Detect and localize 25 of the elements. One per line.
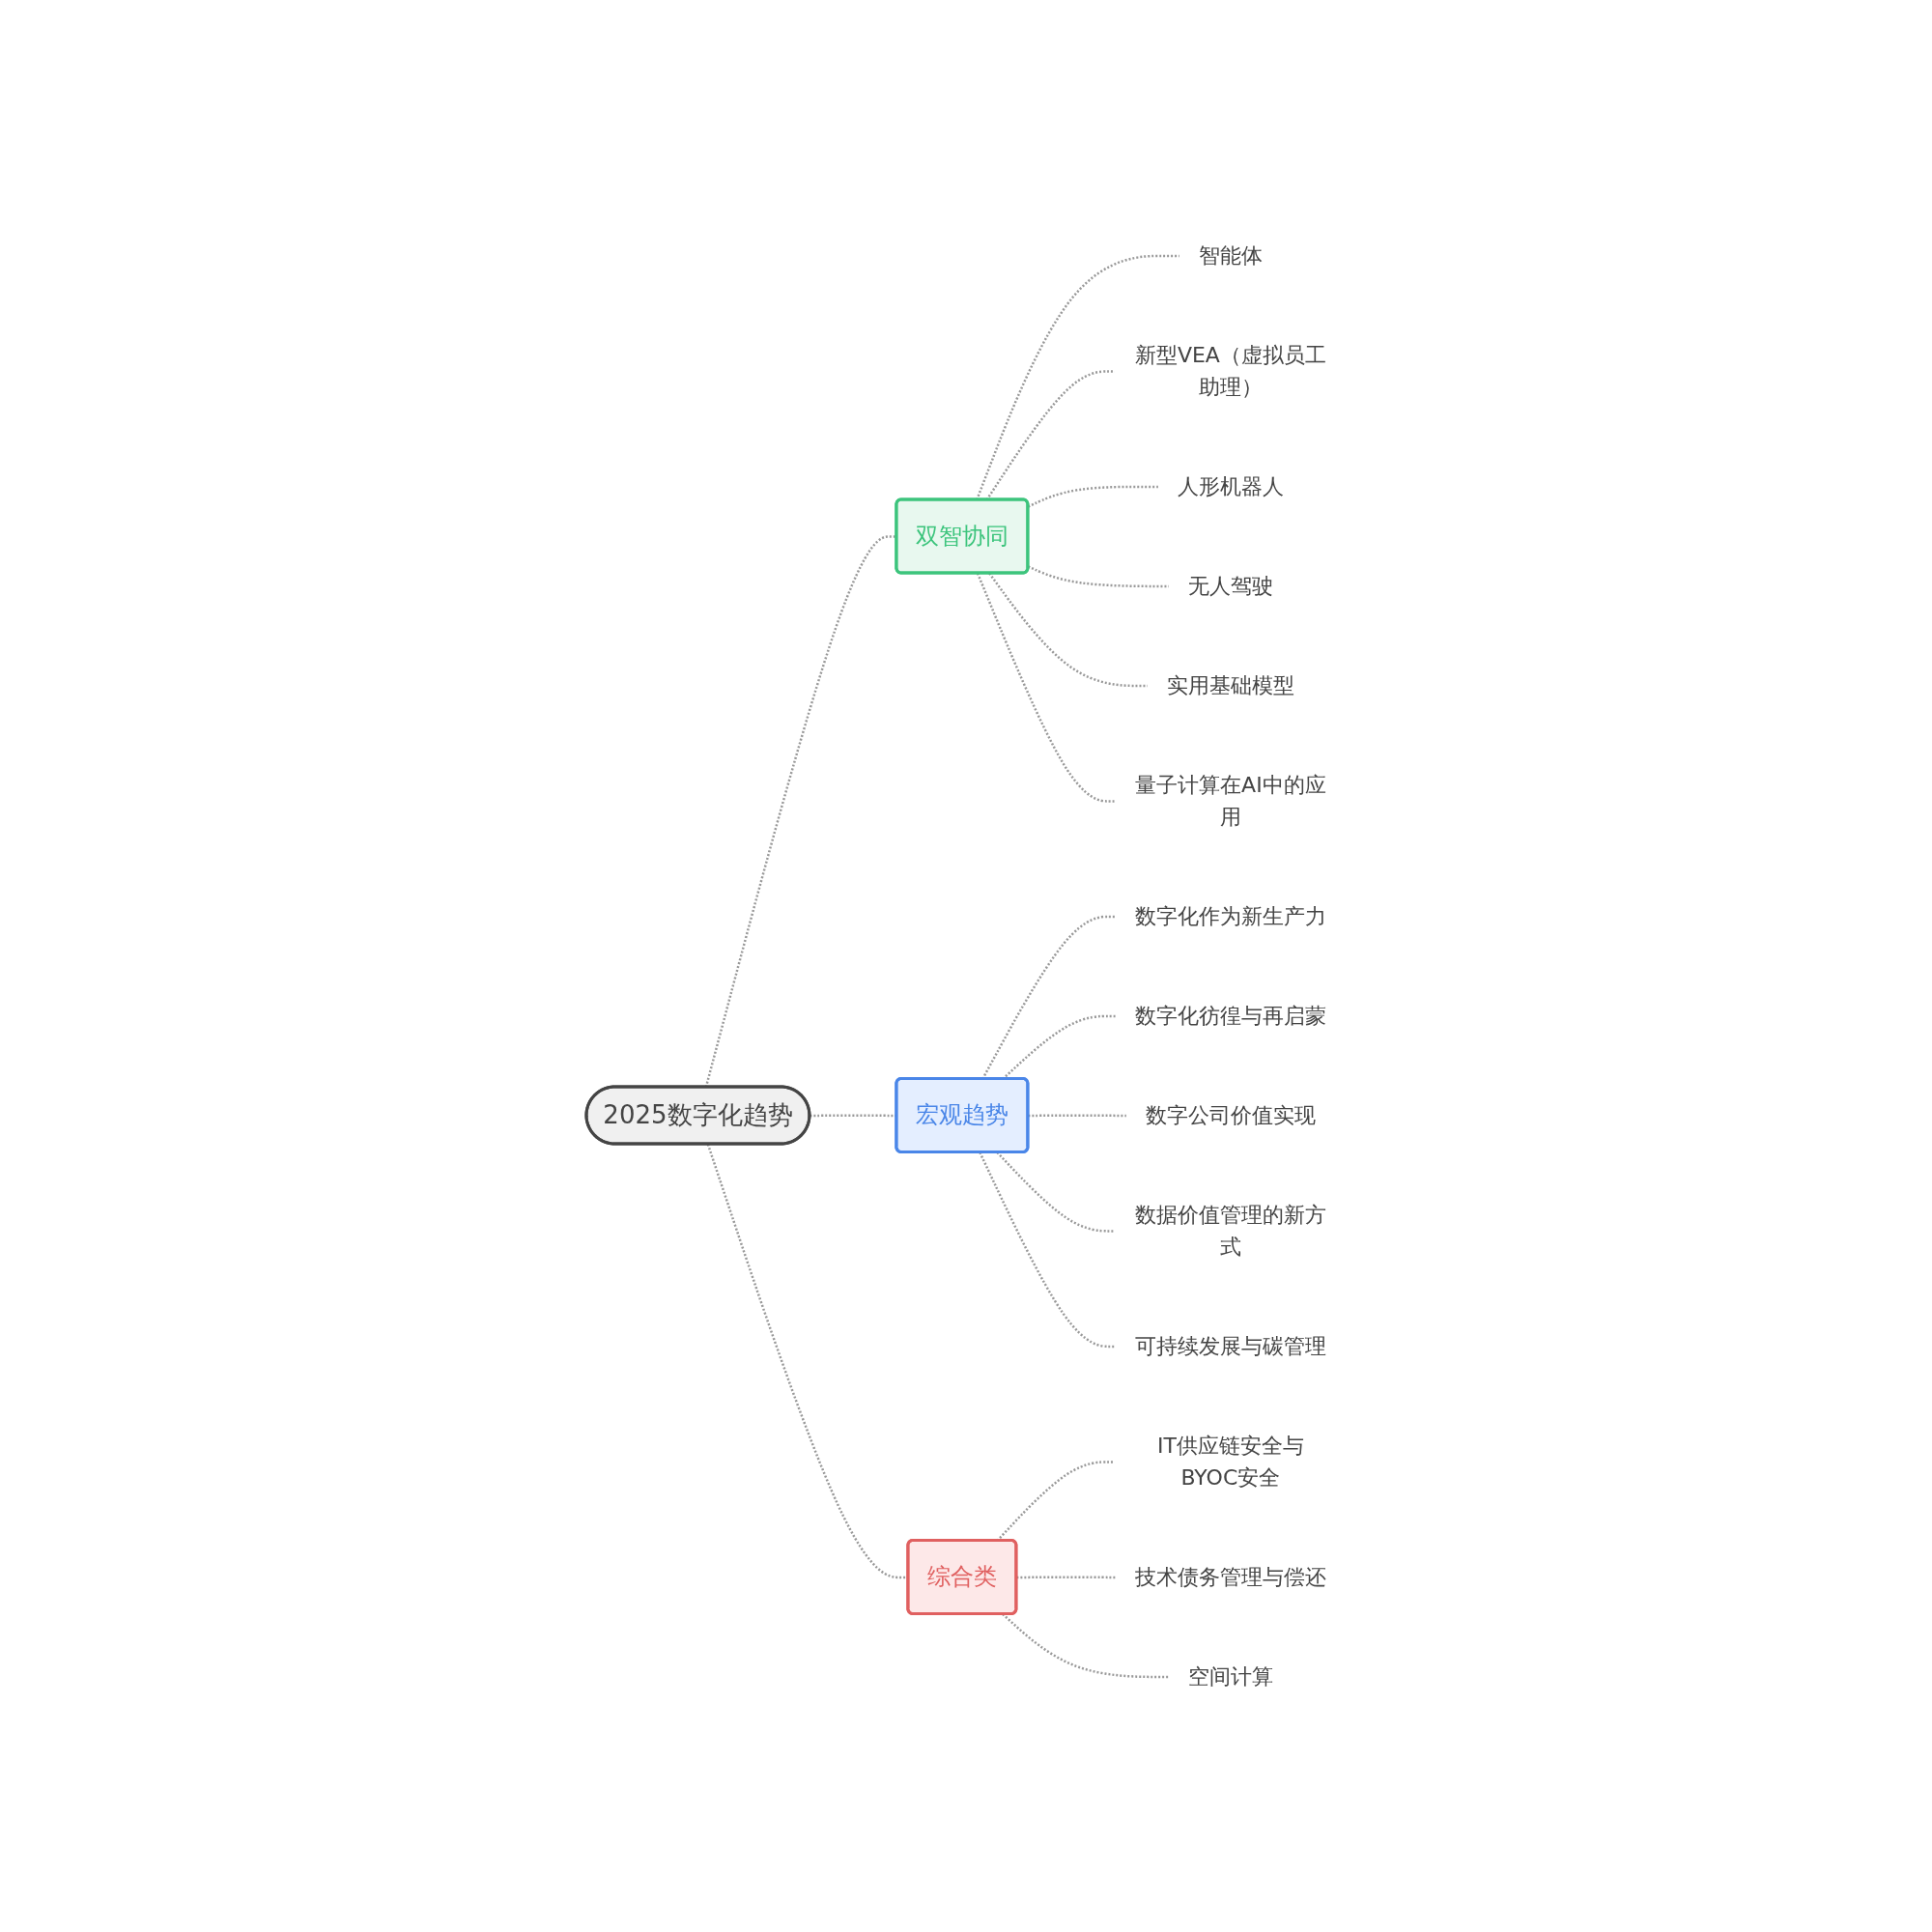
node-text: 数字公司价值实现 bbox=[1145, 1102, 1316, 1127]
node-text: 技术债务管理与偿还 bbox=[1134, 1564, 1326, 1589]
node-text: IT供应链安全与BYOC安全 bbox=[1156, 1433, 1304, 1490]
connector bbox=[1027, 1114, 1126, 1118]
connector bbox=[980, 915, 1116, 1080]
connector bbox=[995, 1151, 1115, 1233]
node-text: 空间计算 bbox=[1187, 1663, 1273, 1689]
connector bbox=[978, 1151, 1116, 1349]
connector bbox=[706, 1144, 908, 1579]
node-text: 数据价值管理的新方式 bbox=[1134, 1202, 1326, 1259]
connector bbox=[1001, 1613, 1169, 1679]
node-text: 人形机器人 bbox=[1177, 474, 1284, 498]
connector bbox=[976, 573, 1115, 803]
connector bbox=[1027, 485, 1158, 508]
connector bbox=[975, 254, 1179, 500]
node-text: 量子计算在AI中的应用 bbox=[1134, 772, 1326, 829]
node-text: 实用基础模型 bbox=[1166, 673, 1294, 697]
connector bbox=[1027, 565, 1169, 588]
node-text: 可持续发展与碳管理 bbox=[1134, 1333, 1326, 1358]
node-text: 智能体 bbox=[1198, 243, 1263, 268]
node-text: 新型VEA（虚拟员工助理） bbox=[1134, 343, 1326, 399]
connector bbox=[1015, 1576, 1116, 1579]
node-text: 数字化彷徨与再启蒙 bbox=[1134, 1003, 1326, 1028]
node-text: 数字化作为新生产力 bbox=[1134, 903, 1326, 928]
node-text: 无人驾驶 bbox=[1187, 574, 1273, 598]
